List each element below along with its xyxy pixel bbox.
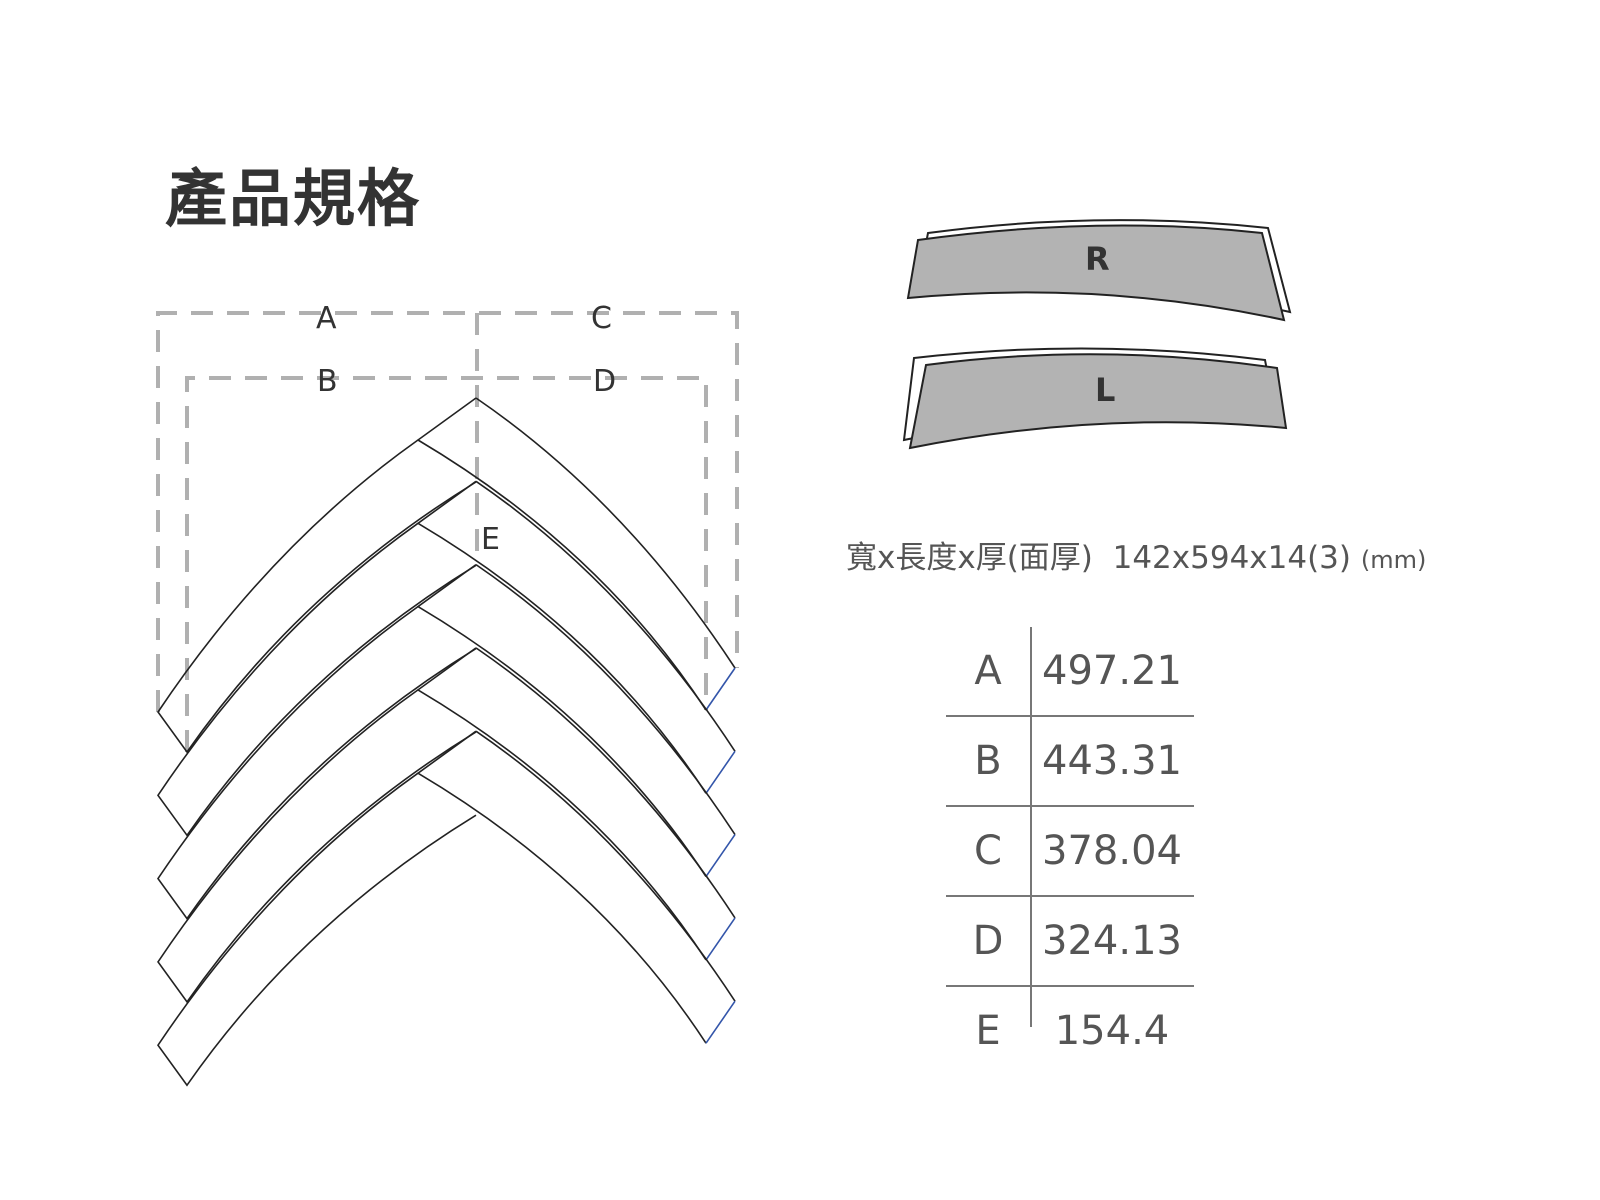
dim-label-a: A [316,301,337,336]
plank-right-end [705,750,736,794]
spec-unit: (mm) [1360,546,1427,574]
row-key: D [972,918,1004,964]
plank-left [157,439,477,754]
row-key: A [974,648,1002,694]
row-value: 324.13 [1042,918,1182,964]
board-l-shape [908,353,1288,450]
dimension-lines [156,311,739,752]
table-row: D 324.13 [946,897,1194,987]
board-r-shape [906,224,1286,322]
row-value: 154.4 [1054,1008,1170,1054]
spec-value: 142x594x14(3) [1112,540,1351,576]
plank-right [416,563,736,878]
spec-line: 寬x長度x厚(面厚) 142x594x14(3) (mm) [846,532,1426,577]
plank-right [416,647,736,961]
dimension-table: A 497.21 B 443.31 C 378.04 D 324.13 E 154.4 [946,627,1194,1075]
page-title: 產品規格 [165,162,422,235]
plank-right-end [705,834,736,878]
table-row: C 378.04 [946,807,1194,897]
plank-right-end [705,917,736,961]
plank-left [157,522,477,837]
board-r-label: R [1085,240,1110,278]
plank-left [157,605,477,920]
plank-right-end [705,1000,736,1044]
row-key: E [975,1008,1001,1054]
board-l-label: L [1095,371,1115,409]
plank-right [416,397,736,711]
dim-label-c: C [591,301,612,336]
dim-label-e: E [481,522,500,557]
board-r: R [906,219,1292,322]
plank-left [157,772,477,1087]
spec-label: 寬x長度x厚(面厚) [846,540,1093,576]
table-row: E 154.4 [946,987,1194,1075]
table-row: B 443.31 [946,717,1194,807]
table-row: A 497.21 [946,627,1194,717]
plank-right [416,480,736,794]
row-value: 378.04 [1042,828,1182,874]
row-key: C [974,828,1002,874]
dim-label-b: B [317,364,338,399]
plank-left [157,689,477,1004]
row-value: 497.21 [1042,648,1182,694]
dim-label-d: D [593,364,616,399]
table-divider [1030,627,1032,1027]
plank-right [416,730,736,1044]
row-value: 443.31 [1042,738,1182,784]
plank-right-end [705,667,736,711]
dim-line-a-c [156,311,739,712]
row-key: B [974,738,1002,784]
board-l: L [902,347,1288,450]
dim-line-b-d [185,376,708,752]
